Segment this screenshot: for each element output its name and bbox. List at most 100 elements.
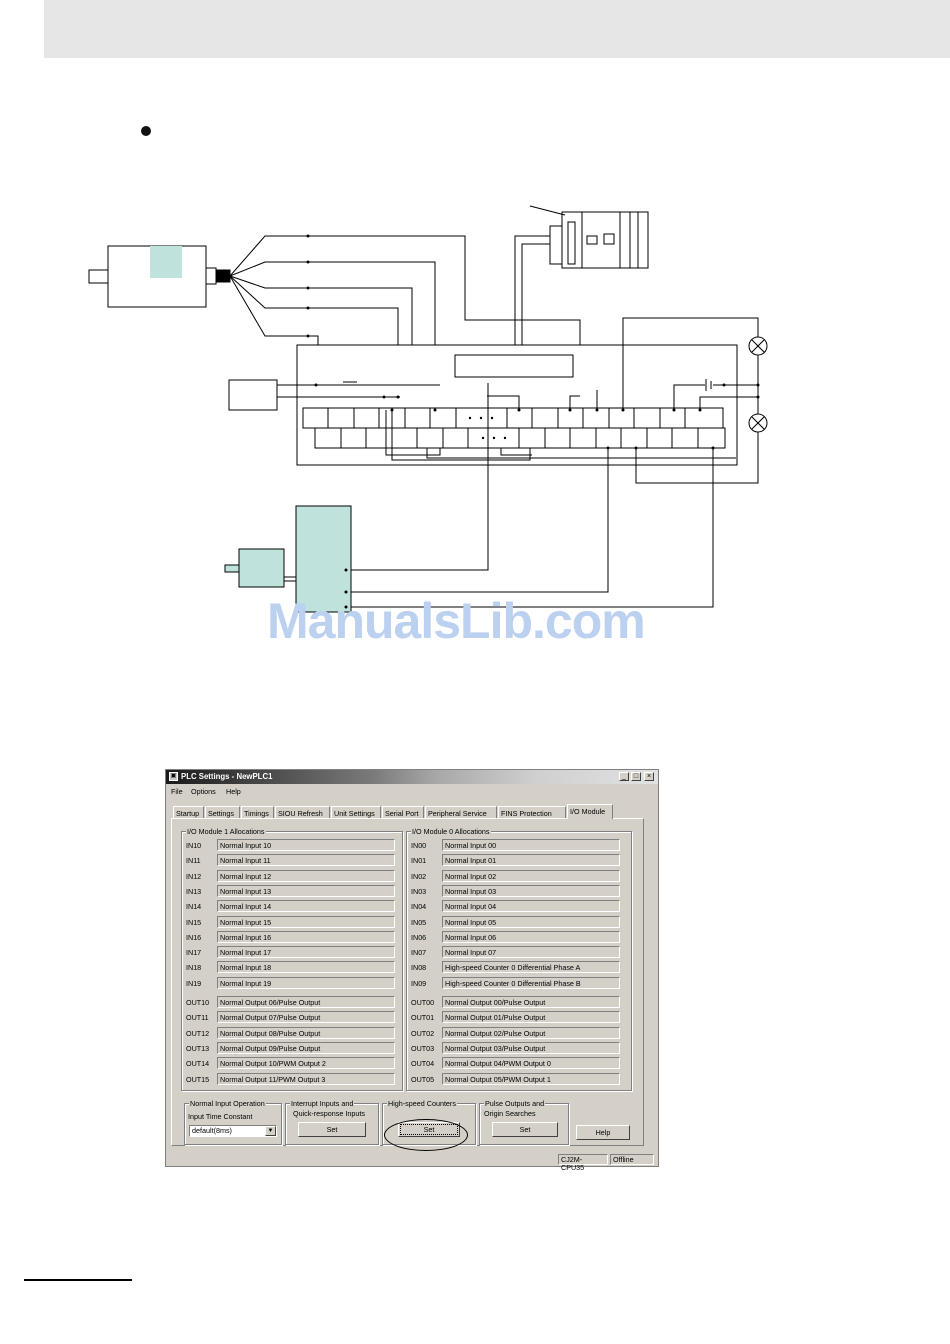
io-allocation-field[interactable]: Normal Input 18 (217, 961, 395, 974)
io-id-label: OUT04 (411, 1059, 435, 1069)
tab-serial-port[interactable]: Serial Port (382, 806, 424, 818)
io-allocation-field[interactable]: Normal Input 01 (442, 854, 620, 867)
io-allocation-field[interactable]: Normal Input 05 (442, 915, 620, 928)
footer-rule (24, 1279, 132, 1281)
normal-input-group: Normal Input Operation Input Time Consta… (184, 1099, 282, 1145)
tab-siou-refresh[interactable]: SIOU Refresh (275, 806, 330, 818)
io-allocation-field[interactable]: Normal Output 11/PWM Output 3 (217, 1072, 395, 1085)
io-id-label: IN18 (186, 963, 202, 973)
io-allocation-field[interactable]: Normal Input 16 (217, 930, 395, 943)
io-allocation-field[interactable]: Normal Output 04/PWM Output 0 (442, 1057, 620, 1070)
io-id-label: IN10 (186, 841, 202, 850)
tab-io-module[interactable]: I/O Module (567, 804, 613, 819)
io-id-label: OUT01 (411, 1013, 435, 1023)
io-allocation-field[interactable]: Normal Output 03/Pulse Output (442, 1041, 620, 1054)
io-allocation-field[interactable]: Normal Input 11 (217, 854, 395, 867)
interrupt-inputs-group: Interrupt Inputs and Quick-response Inpu… (285, 1099, 379, 1145)
menu-file[interactable]: File (171, 787, 183, 796)
io-id-label: IN16 (186, 932, 202, 942)
io-id-label: IN01 (411, 856, 427, 866)
close-button[interactable]: × (644, 772, 654, 781)
io-id-label: IN11 (186, 856, 201, 866)
high-speed-counters-label: High-speed Counters (387, 1099, 457, 1108)
io-allocation-field[interactable]: Normal Input 19 (217, 976, 395, 989)
callout-oval (384, 1119, 468, 1151)
io-id-label: OUT10 (186, 998, 210, 1007)
io-allocation-field[interactable]: Normal Input 17 (217, 946, 395, 959)
tab-startup[interactable]: Startup (173, 806, 204, 818)
terminal-row-lower (314, 427, 726, 449)
minimize-button[interactable]: _ (619, 772, 629, 781)
io-id-label: OUT11 (186, 1013, 209, 1023)
io-allocation-field[interactable]: Normal Input 15 (217, 915, 395, 928)
io-id-label: IN19 (186, 978, 202, 988)
io-id-label: OUT13 (186, 1043, 210, 1053)
io-allocation-field[interactable]: Normal Output 08/Pulse Output (217, 1026, 395, 1039)
title-bar[interactable]: ▣ PLC Settings - NewPLC1 _ □ × (166, 770, 658, 784)
io-id-label: OUT14 (186, 1059, 210, 1069)
motor-label-area (150, 246, 182, 278)
tab-unit-settings[interactable]: Unit Settings (331, 806, 381, 818)
stepper-motor (238, 548, 285, 588)
io-allocation-field[interactable]: Normal Output 02/Pulse Output (442, 1026, 620, 1039)
io-id-label: OUT00 (411, 998, 435, 1007)
io-allocation-field[interactable]: Normal Input 12 (217, 869, 395, 882)
io-id-label: IN07 (411, 948, 427, 958)
terminal-row-upper (302, 407, 724, 429)
io-allocation-field[interactable]: Normal Input 13 (217, 884, 395, 897)
io-id-label: IN04 (411, 902, 427, 912)
io-allocation-field[interactable]: Normal Input 06 (442, 930, 620, 943)
io-allocation-field[interactable]: Normal Input 00 (442, 839, 620, 851)
io-module-1-label: I/O Module 1 Allocations (186, 827, 266, 836)
io-id-label: IN17 (186, 948, 202, 958)
tab-fins-protection[interactable]: FINS Protection (498, 806, 566, 818)
help-button[interactable]: Help (576, 1125, 630, 1140)
io-allocation-field[interactable]: Normal Input 04 (442, 900, 620, 913)
servo-driver (295, 505, 352, 613)
io-id-label: OUT12 (186, 1028, 210, 1038)
io-allocation-field[interactable]: Normal Output 10/PWM Output 2 (217, 1057, 395, 1070)
dropdown-arrow-icon[interactable]: ▼ (265, 1126, 276, 1136)
time-constant-select[interactable]: default(8ms) ▼ (189, 1125, 277, 1137)
io-id-label: OUT02 (411, 1028, 435, 1038)
io-id-label: IN09 (411, 978, 427, 988)
watermark-text: ManualsLib.com (267, 593, 646, 649)
io-allocation-field[interactable]: Normal Input 10 (217, 839, 395, 851)
io-allocation-field[interactable]: Normal Output 01/Pulse Output (442, 1011, 620, 1024)
status-bar: CJ2M-CPU35 Offline (166, 1154, 658, 1172)
status-mode: Offline (610, 1154, 654, 1165)
tab-timings[interactable]: Timings (241, 806, 274, 818)
menu-options[interactable]: Options (191, 787, 216, 796)
io-allocation-field[interactable]: Normal Input 14 (217, 900, 395, 913)
io-id-label: IN13 (186, 886, 202, 896)
io-allocation-field[interactable]: High-speed Counter 0 Differential Phase … (442, 976, 620, 989)
tab-peripheral-service[interactable]: Peripheral Service (425, 806, 497, 818)
menu-help[interactable]: Help (226, 787, 241, 796)
tab-settings[interactable]: Settings (205, 806, 240, 818)
window-title: PLC Settings - NewPLC1 (181, 772, 273, 781)
io-allocation-field[interactable]: High-speed Counter 0 Differential Phase … (442, 961, 620, 974)
pulse-outputs-label: Pulse Outputs and (484, 1099, 546, 1108)
io-allocation-field[interactable]: Normal Output 05/PWM Output 1 (442, 1072, 620, 1085)
wiring-diagram (88, 205, 768, 613)
io-allocation-field[interactable]: Normal Input 03 (442, 884, 620, 897)
io-allocation-field[interactable]: Normal Input 07 (442, 946, 620, 959)
time-constant-label: Input Time Constant (188, 1112, 253, 1121)
io-module-0-label: I/O Module 0 Allocations (411, 827, 491, 836)
io-id-label: IN05 (411, 917, 427, 927)
maximize-button[interactable]: □ (631, 772, 641, 781)
io-allocation-field[interactable]: Normal Output 07/Pulse Output (217, 1011, 395, 1024)
bullet-marker (141, 126, 151, 136)
pulse-outputs-set-button[interactable]: Set (492, 1122, 558, 1137)
io-id-label: IN00 (411, 841, 427, 850)
io-allocation-field[interactable]: Normal Output 06/Pulse Output (217, 996, 395, 1008)
plc-connector (549, 225, 563, 265)
io-id-label: IN12 (186, 871, 202, 881)
io-allocation-field[interactable]: Normal Output 00/Pulse Output (442, 996, 620, 1008)
io-allocation-field[interactable]: Normal Output 09/Pulse Output (217, 1041, 395, 1054)
interrupt-set-button[interactable]: Set (298, 1122, 366, 1137)
external-device (228, 379, 278, 411)
io-allocation-field[interactable]: Normal Input 02 (442, 869, 620, 882)
io-id-label: OUT05 (411, 1074, 435, 1084)
